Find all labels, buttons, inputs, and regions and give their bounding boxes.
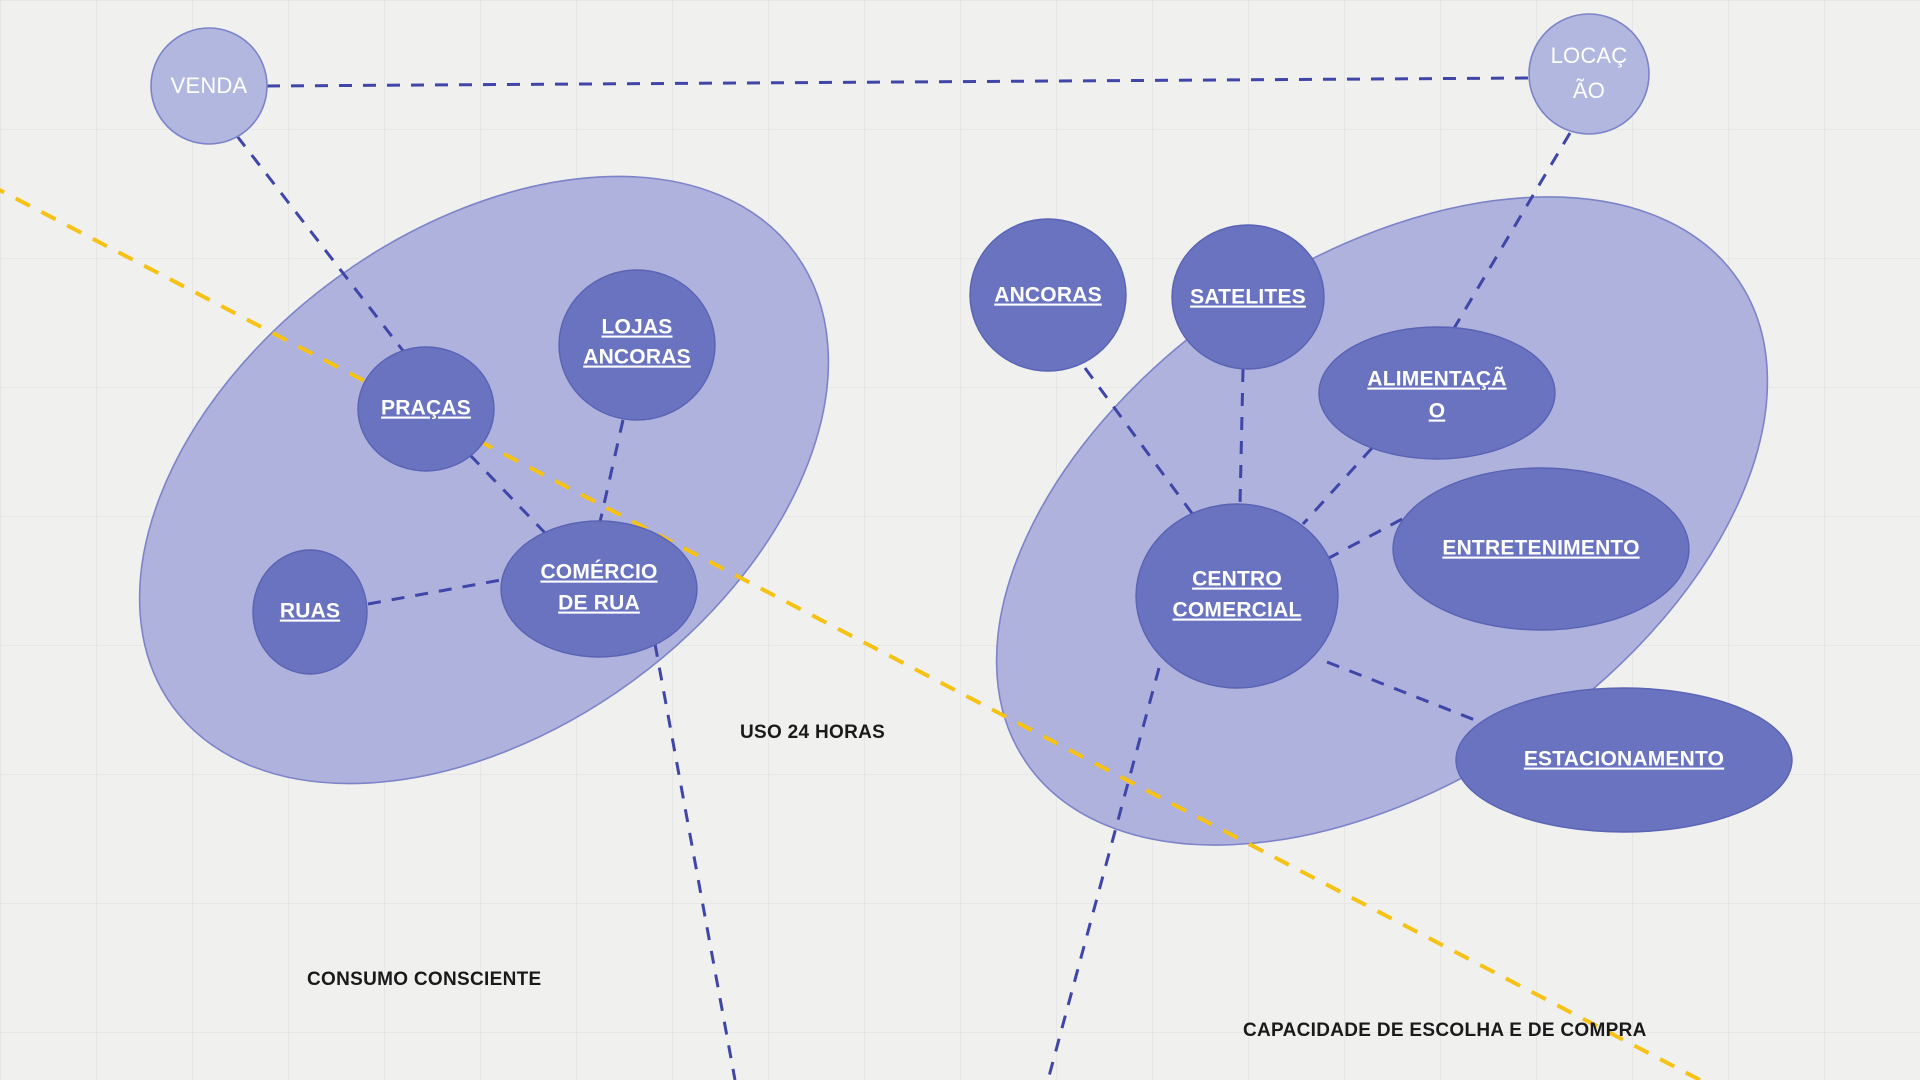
label-uso-24-horas[interactable]: USO 24 HORAS bbox=[740, 722, 885, 743]
node-satelites[interactable]: SATELITES bbox=[1171, 224, 1325, 370]
link-alimentacao-centro[interactable] bbox=[1301, 446, 1374, 526]
node-venda-shape[interactable] bbox=[150, 27, 268, 145]
outer-nodes-group: VENDA LOCAÇ ÃO bbox=[150, 13, 1650, 145]
node-alimentacao[interactable]: ALIMENTAÇÃ O bbox=[1318, 326, 1556, 460]
node-venda-label: VENDA bbox=[171, 73, 248, 98]
node-lojas-ancoras-shape[interactable] bbox=[558, 269, 716, 421]
label-capacidade-escolha[interactable]: CAPACIDADE DE ESCOLHA E DE COMPRA bbox=[1243, 1020, 1647, 1041]
node-pracas-label: PRAÇAS bbox=[381, 397, 471, 420]
node-estacionamento[interactable]: ESTACIONAMENTO bbox=[1455, 687, 1793, 833]
free-labels-group: USO 24 HORAS CONSUMO CONSCIENTE CAPACIDA… bbox=[307, 722, 1647, 1041]
node-alimentacao-label-line1: ALIMENTAÇÃ bbox=[1367, 368, 1506, 391]
node-alimentacao-shape[interactable] bbox=[1318, 326, 1556, 460]
node-estacionamento-label: ESTACIONAMENTO bbox=[1524, 748, 1724, 771]
node-comercio-de-rua-label-line2: DE RUA bbox=[558, 592, 640, 615]
link-centro-estacionamento[interactable] bbox=[1326, 660, 1481, 724]
node-ancoras-label: ANCORAS bbox=[994, 284, 1102, 307]
node-estacionamento-shape[interactable] bbox=[1455, 687, 1793, 833]
node-comercio-de-rua-shape[interactable] bbox=[500, 520, 698, 658]
node-lojas-ancoras-label-line2: ANCORAS bbox=[583, 346, 691, 369]
nodes-group: PRAÇAS LOJAS ANCORAS RUAS COMÉRCIO DE RU… bbox=[252, 218, 1793, 833]
node-centro-comercial-label-line1: CENTRO bbox=[1192, 568, 1282, 591]
link-pracas-comercio[interactable] bbox=[468, 453, 550, 538]
link-venda-locacao[interactable] bbox=[266, 76, 1531, 88]
label-consumo-consciente[interactable]: CONSUMO CONSCIENTE bbox=[307, 969, 541, 990]
node-satelites-label: SATELITES bbox=[1190, 286, 1306, 309]
node-ancoras[interactable]: ANCORAS bbox=[969, 218, 1127, 372]
node-centro-comercial[interactable]: CENTRO COMERCIAL bbox=[1135, 503, 1339, 689]
node-locacao-label-line2: ÃO bbox=[1573, 78, 1605, 103]
node-comercio-de-rua[interactable]: COMÉRCIO DE RUA bbox=[500, 520, 698, 658]
link-centro-entretenimento[interactable] bbox=[1326, 515, 1407, 561]
node-lojas-ancoras[interactable]: LOJAS ANCORAS bbox=[558, 269, 716, 421]
node-entretenimento-shape[interactable] bbox=[1392, 467, 1690, 631]
node-ruas[interactable]: RUAS bbox=[252, 549, 368, 675]
node-alimentacao-label-line2: O bbox=[1429, 400, 1446, 423]
node-centro-comercial-label-line2: COMERCIAL bbox=[1173, 599, 1302, 622]
node-ancoras-shape[interactable] bbox=[969, 218, 1127, 372]
node-lojas-ancoras-label-line1: LOJAS bbox=[601, 316, 672, 339]
node-ruas-shape[interactable] bbox=[252, 549, 368, 675]
node-ruas-label: RUAS bbox=[280, 600, 340, 623]
node-entretenimento-label: ENTRETENIMENTO bbox=[1442, 537, 1639, 560]
node-comercio-de-rua-label-line1: COMÉRCIO bbox=[540, 561, 657, 584]
node-entretenimento[interactable]: ENTRETENIMENTO bbox=[1392, 467, 1690, 631]
link-venda-pracas[interactable] bbox=[235, 135, 406, 353]
node-pracas[interactable]: PRAÇAS bbox=[357, 346, 495, 472]
yellow-trend-line[interactable] bbox=[0, 185, 1701, 1080]
node-locacao[interactable]: LOCAÇ ÃO bbox=[1528, 13, 1650, 135]
link-lojas-comercio[interactable] bbox=[598, 419, 625, 523]
link-comercio-down[interactable] bbox=[653, 643, 737, 1080]
node-satelites-shape[interactable] bbox=[1171, 224, 1325, 370]
node-locacao-label-line1: LOCAÇ bbox=[1551, 43, 1628, 68]
node-centro-comercial-shape[interactable] bbox=[1135, 503, 1339, 689]
links-group bbox=[235, 76, 1572, 1080]
node-pracas-shape[interactable] bbox=[357, 346, 495, 472]
link-ancoras-centro[interactable] bbox=[1083, 367, 1196, 517]
node-locacao-shape[interactable] bbox=[1528, 13, 1650, 135]
node-venda[interactable]: VENDA bbox=[150, 27, 268, 145]
